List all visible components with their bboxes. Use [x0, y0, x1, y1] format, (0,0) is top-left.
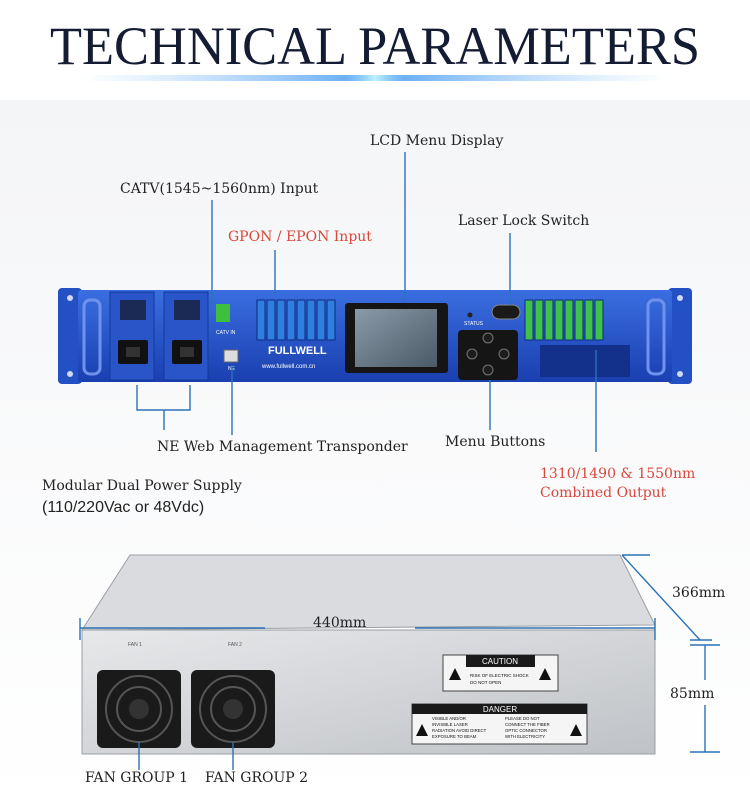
label-fan-group-2: FAN GROUP 2 — [205, 770, 308, 786]
laser-lock-switch — [491, 304, 521, 320]
status-led — [467, 312, 473, 318]
page-title: TECHNICAL PARAMETERS — [50, 16, 700, 76]
handle-left — [82, 298, 102, 376]
warning-icon — [449, 668, 461, 680]
laser-warning-icon — [416, 724, 428, 736]
label-output-line2: Combined Output — [540, 485, 667, 501]
label-power-spec: (110/220Vac or 48Vdc) — [42, 499, 204, 516]
fiber-port — [574, 299, 584, 341]
combined-output-ports — [524, 299, 604, 341]
fiber-port — [276, 299, 286, 341]
height-dimension-line — [690, 644, 720, 753]
title-glow-underline — [80, 75, 670, 81]
svg-text:CATV IN: CATV IN — [216, 330, 236, 336]
svg-text:DANGER: DANGER — [483, 705, 517, 714]
svg-text:STATUS: STATUS — [464, 321, 484, 327]
svg-text:INVISIBLE LASER: INVISIBLE LASER — [432, 722, 468, 727]
label-ne-web: NE Web Management Transponder — [157, 439, 408, 455]
label-power-supply: Modular Dual Power Supply — [42, 478, 242, 494]
power-module-2 — [163, 291, 209, 381]
label-catv-input: CATV(1545~1560nm) Input — [120, 181, 319, 197]
svg-text:VISIBLE AND/OR: VISIBLE AND/OR — [432, 716, 466, 721]
label-height: 85mm — [670, 686, 714, 702]
fiber-port — [544, 299, 554, 341]
svg-text:PLEASE DO NOT: PLEASE DO NOT — [505, 716, 540, 721]
width-dimension-line — [79, 618, 656, 640]
svg-text:RISK OF ELECTRIC SHOCK: RISK OF ELECTRIC SHOCK — [470, 673, 529, 678]
fiber-port — [326, 299, 336, 341]
fan-2 — [191, 670, 275, 748]
rear-panel-device: FAN 1 FAN 2 CAUTION RISK OF ELECTRIC SHO… — [81, 554, 656, 755]
label-menu-buttons: Menu Buttons — [445, 434, 545, 450]
fiber-port — [594, 299, 604, 341]
svg-text:CONNECT THE FIBER: CONNECT THE FIBER — [505, 722, 550, 727]
label-lcd-display: LCD Menu Display — [370, 133, 503, 149]
fiber-port — [266, 299, 276, 341]
handle-right — [646, 298, 666, 376]
label-width: 440mm — [313, 615, 366, 631]
fiber-port — [296, 299, 306, 341]
rack-ear-left — [58, 288, 82, 384]
svg-text:EXPOSURE TO BEAM: EXPOSURE TO BEAM — [432, 734, 477, 739]
svg-text:www.fullwell.com.cn: www.fullwell.com.cn — [261, 364, 315, 370]
fiber-port — [286, 299, 296, 341]
svg-text:OPTIC CONNECTOR: OPTIC CONNECTOR — [505, 728, 547, 733]
depth-dimension-line — [621, 554, 712, 641]
brand-logo: FULLWELL — [268, 345, 327, 357]
rack-ear-right — [668, 288, 692, 384]
label-fan-group-1: FAN GROUP 1 — [85, 770, 188, 786]
power-module-1 — [109, 291, 155, 381]
fiber-port — [256, 299, 266, 341]
svg-text:DO NOT OPEN: DO NOT OPEN — [470, 680, 501, 685]
fiber-port — [534, 299, 544, 341]
svg-text:WITH ELECTRICITY: WITH ELECTRICITY — [505, 734, 545, 739]
front-panel-device: CATV IN NE FULLWELL www.fullwell.com.cn … — [58, 288, 692, 384]
danger-label: DANGER VISIBLE AND/OR INVISIBLE LASER RA… — [411, 703, 588, 745]
fiber-port — [564, 299, 574, 341]
label-gpon-input: GPON / EPON Input — [228, 229, 372, 245]
svg-text:FAN 1: FAN 1 — [128, 642, 142, 648]
warning-icon — [539, 668, 551, 680]
fiber-port — [316, 299, 326, 341]
fan-1 — [97, 670, 181, 748]
ne-ethernet-port — [223, 349, 239, 363]
menu-buttons — [458, 330, 518, 380]
svg-text:FAN 2: FAN 2 — [228, 642, 242, 648]
svg-text:RADIATION AVOID DIRECT: RADIATION AVOID DIRECT — [432, 728, 487, 733]
gpon-input-ports — [256, 299, 336, 341]
label-laser-lock: Laser Lock Switch — [458, 213, 589, 229]
label-output-line1: 1310/1490 & 1550nm — [540, 466, 695, 482]
fiber-port — [524, 299, 534, 341]
catv-input-port — [216, 304, 230, 322]
fiber-port — [554, 299, 564, 341]
laser-warning-icon — [570, 724, 582, 736]
fiber-port — [306, 299, 316, 341]
label-depth: 366mm — [672, 585, 725, 601]
lcd-screen — [355, 309, 437, 367]
caution-label: CAUTION RISK OF ELECTRIC SHOCK DO NOT OP… — [442, 654, 559, 692]
svg-text:CAUTION: CAUTION — [482, 657, 518, 666]
vent-grille — [540, 345, 630, 377]
fiber-port — [584, 299, 594, 341]
chassis-top — [81, 554, 656, 631]
